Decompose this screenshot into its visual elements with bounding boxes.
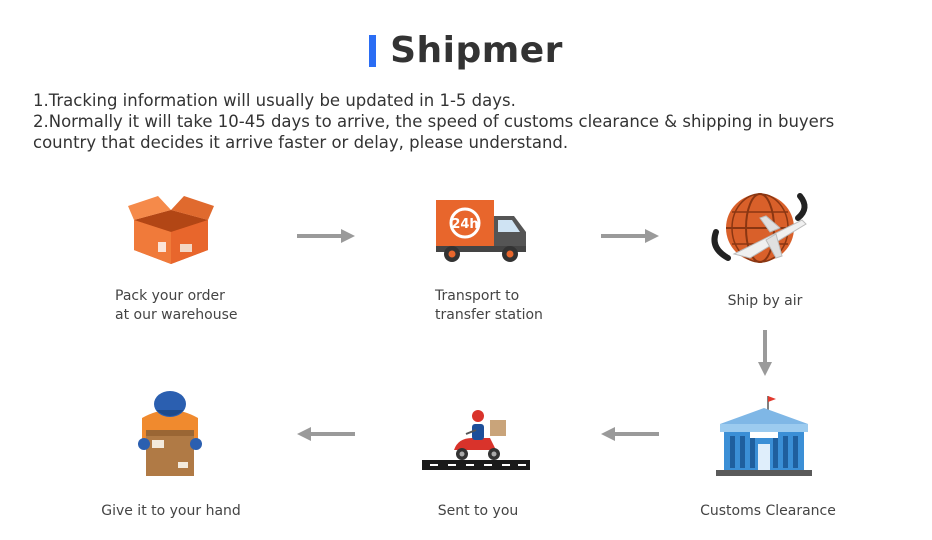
step-pack-order (128, 192, 214, 266)
delivery-truck-24h-icon: 24h (436, 200, 526, 262)
step-sent-to-you (420, 404, 532, 472)
step-give-to-hand (134, 388, 206, 480)
step-customs (716, 394, 812, 478)
step-pack-order-label: Pack your order at our warehouse (115, 288, 238, 323)
step-ship-by-air-label: Ship by air (727, 293, 803, 309)
package-box-icon (128, 196, 214, 264)
title-accent-bar (369, 34, 377, 67)
step-transport-label: Transport to transfer station (435, 288, 543, 323)
customs-building-icon (716, 396, 812, 476)
page-header: Shipmer (0, 30, 932, 71)
step-customs-label: Customs Clearance (700, 503, 836, 519)
arrow-left-icon (601, 427, 659, 441)
courier-holding-box-icon (138, 391, 202, 476)
arrow-left-icon (297, 427, 355, 441)
note-delivery-time: 2.Normally it will take 10-45 days to ar… (33, 112, 835, 152)
step-transport: 24h (434, 196, 528, 264)
arrow-right-icon (297, 229, 355, 243)
scooter-courier-icon (422, 410, 530, 470)
step-ship-by-air (710, 188, 812, 270)
arrow-down-icon (758, 330, 772, 376)
shipping-notes: 1.Tracking information will usually be u… (33, 90, 893, 153)
step-sent-to-you-label: Sent to you (437, 503, 519, 519)
note-tracking: 1.Tracking information will usually be u… (33, 91, 516, 110)
arrow-right-icon (601, 229, 659, 243)
step-give-to-hand-label: Give it to your hand (101, 503, 241, 519)
truck-badge-text: 24h (451, 217, 478, 232)
globe-airplane-icon (711, 193, 808, 263)
page-title: Shipmer (390, 30, 563, 71)
